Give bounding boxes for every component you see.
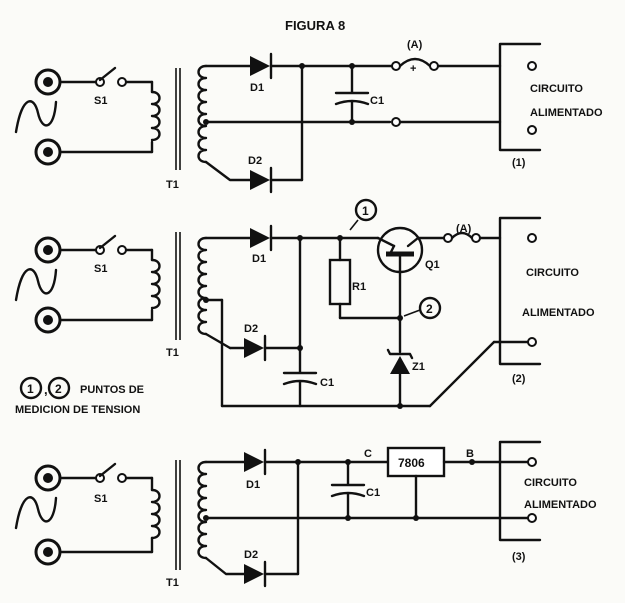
power-switch	[58, 462, 154, 492]
svg-text:1: 1	[362, 204, 369, 218]
diode-d1	[250, 224, 273, 252]
measurement-point-1: 1	[349, 198, 378, 231]
label-q1: Q1	[425, 259, 440, 271]
figure-title: FIGURA 8	[285, 18, 345, 33]
label-c1: C1	[320, 377, 334, 389]
measurement-point-2: 2	[403, 296, 442, 320]
node-c-label: C	[364, 448, 372, 460]
transformer-primary-coil	[150, 90, 161, 142]
load-label-line2: ALIMENTADO	[522, 307, 595, 319]
circuit-number: (1)	[512, 157, 526, 169]
ac-source-symbol	[14, 268, 58, 302]
transformer-primary-coil	[150, 488, 161, 540]
label-d1: D1	[252, 253, 266, 265]
input-jack-bottom	[34, 538, 62, 566]
load-box	[498, 216, 542, 366]
svg-text:2: 2	[55, 382, 62, 396]
svg-text:1: 1	[27, 382, 34, 396]
circuit-2: S1 T1 D1 D2 C1	[14, 198, 595, 409]
ammeter-a	[443, 231, 502, 243]
input-jack-top	[34, 68, 62, 96]
label-z1: Z1	[412, 361, 425, 373]
label-d1: D1	[246, 479, 260, 491]
diode-d2	[250, 166, 273, 194]
input-jack-top	[34, 464, 62, 492]
load-label-line1: CIRCUITO	[530, 83, 583, 95]
power-switch	[58, 234, 154, 262]
diode-d1	[244, 448, 267, 476]
label-t1: T1	[166, 347, 179, 359]
input-jack-bottom	[34, 306, 62, 334]
load-label-line2: ALIMENTADO	[530, 107, 603, 119]
circuit-1: S1 T1 D1 D2	[14, 39, 603, 194]
label-d2: D2	[244, 323, 258, 335]
measurement-points-legend: 1 , 2 PUNTOS DE MEDICION DE TENSION	[15, 376, 144, 416]
label-t1: T1	[166, 577, 179, 589]
transistor-q1	[376, 226, 446, 320]
legend-marker-1	[19, 376, 43, 400]
diode-d2	[244, 560, 267, 588]
label-c1: C1	[366, 487, 380, 499]
capacitor-c1	[334, 64, 370, 124]
label-t1: T1	[166, 179, 179, 191]
load-box	[498, 42, 542, 152]
load-label-line2: ALIMENTADO	[524, 499, 597, 511]
load-label-line1: CIRCUITO	[524, 477, 577, 489]
svg-text:2: 2	[426, 302, 433, 316]
node-b-label: B	[466, 448, 474, 460]
load-label-line1: CIRCUITO	[526, 267, 579, 279]
legend-separator: ,	[44, 382, 48, 397]
transformer-primary-coil	[150, 258, 161, 310]
circuit-number: (3)	[512, 551, 526, 563]
label-ammeter: (A)	[407, 39, 423, 51]
diode-d1	[250, 52, 273, 80]
legend-text-line1: PUNTOS DE	[80, 384, 144, 396]
input-jack-top	[34, 236, 62, 264]
input-jack-bottom	[34, 138, 62, 166]
zener-z1	[386, 316, 414, 408]
power-switch	[58, 66, 154, 94]
label-d1: D1	[250, 82, 264, 94]
transformer-secondary-coil	[197, 460, 208, 560]
label-ammeter: (A)	[456, 223, 472, 235]
ac-source-symbol	[14, 496, 58, 530]
ammeter-polarity: +	[410, 63, 416, 75]
load-box	[498, 440, 542, 542]
diode-d2	[244, 334, 267, 362]
ac-source-symbol	[14, 100, 58, 134]
label-s1: S1	[94, 263, 107, 275]
circuit-3: S1 T1 D1 D2 C	[14, 440, 597, 589]
legend-text-line2: MEDICION DE TENSION	[15, 404, 140, 416]
label-d2: D2	[244, 549, 258, 561]
circuit-number: (2)	[512, 373, 526, 385]
transformer-secondary-coil	[197, 64, 208, 164]
label-d2: D2	[248, 155, 262, 167]
label-c1: C1	[370, 95, 384, 107]
label-s1: S1	[94, 95, 107, 107]
resistor-r1	[328, 236, 402, 320]
svg-text:7806: 7806	[398, 456, 425, 470]
regulator-7806: 7806	[386, 446, 446, 520]
label-r1: R1	[352, 281, 366, 293]
capacitor-c1	[330, 460, 366, 520]
label-s1: S1	[94, 493, 107, 505]
legend-marker-2	[47, 376, 71, 400]
transformer-secondary-coil	[197, 236, 208, 336]
capacitor-c1	[282, 346, 318, 408]
ammeter-a	[391, 57, 502, 71]
